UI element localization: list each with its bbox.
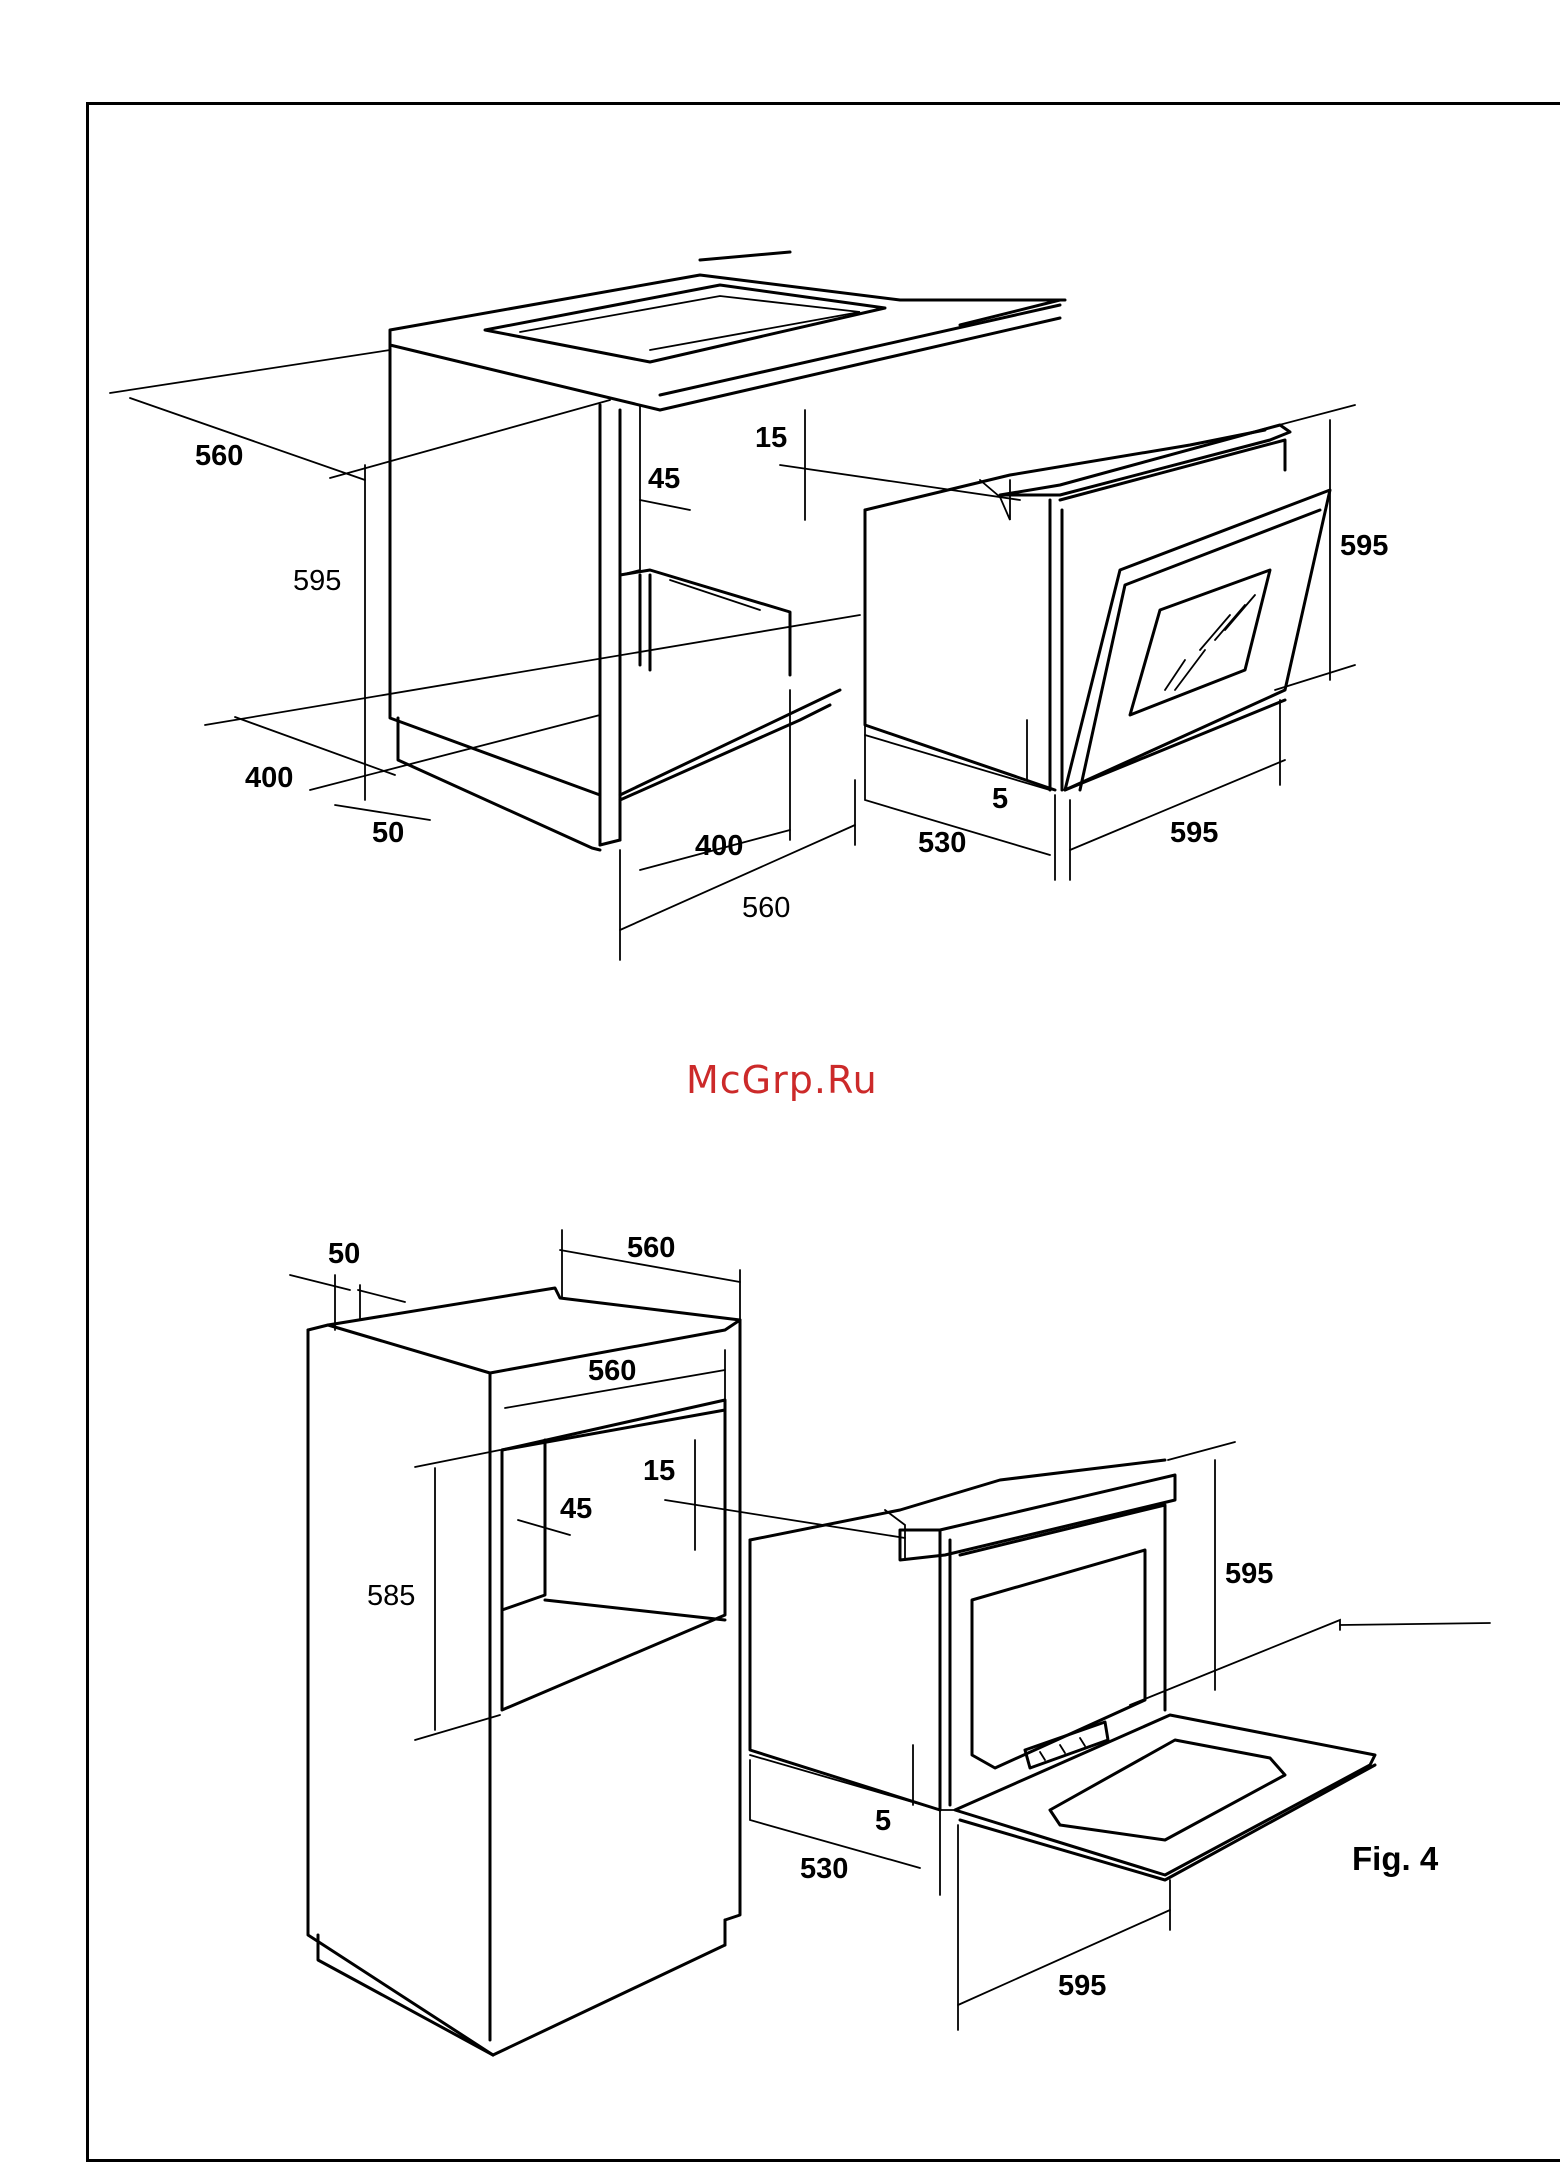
dim-oven-height: 595 — [1340, 530, 1388, 562]
dim-niche-height: 585 — [367, 1580, 415, 1612]
dim-side-gap-bottom: 45 — [560, 1493, 592, 1525]
dim-oven-bottom-gap: 5 — [992, 783, 1008, 815]
bottom-cabinet-drawing — [308, 1288, 740, 2055]
top-oven-drawing — [865, 425, 1330, 790]
dim-oven-top-gap-bottom: 15 — [643, 1455, 675, 1487]
top-dimension-lines — [110, 350, 1355, 960]
dim-oven-width-bottom: 595 — [1058, 1970, 1106, 2002]
dim-oven-width: 595 — [1170, 817, 1218, 849]
dim-cabinet-height: 595 — [293, 565, 341, 597]
dim-oven-top-gap: 15 — [755, 422, 787, 454]
dim-cabinet-width-bottom: 560 — [588, 1355, 636, 1387]
dim-outer-width: 560 — [742, 892, 790, 924]
dim-inner-width: 400 — [695, 830, 743, 862]
dim-oven-bottom-gap-bottom: 5 — [875, 1805, 891, 1837]
dim-oven-depth: 530 — [918, 827, 966, 859]
bottom-dimension-lines — [290, 1230, 1490, 2030]
dim-rear-gap-bottom: 50 — [328, 1238, 360, 1270]
dim-cabinet-depth-bottom: 560 — [627, 1232, 675, 1264]
dim-plinth-height: 50 — [372, 817, 404, 849]
bottom-oven-drawing — [750, 1460, 1375, 1880]
dim-rear-gap: 45 — [648, 463, 680, 495]
figure-label: Fig. 4 — [1352, 1840, 1439, 1877]
dim-cabinet-depth: 560 — [195, 440, 243, 472]
dim-oven-height-bottom: 595 — [1225, 1558, 1273, 1590]
watermark: McGrp.Ru — [686, 1058, 878, 1102]
dim-oven-depth-bottom: 530 — [800, 1853, 848, 1885]
dim-plinth-depth: 400 — [245, 762, 293, 794]
